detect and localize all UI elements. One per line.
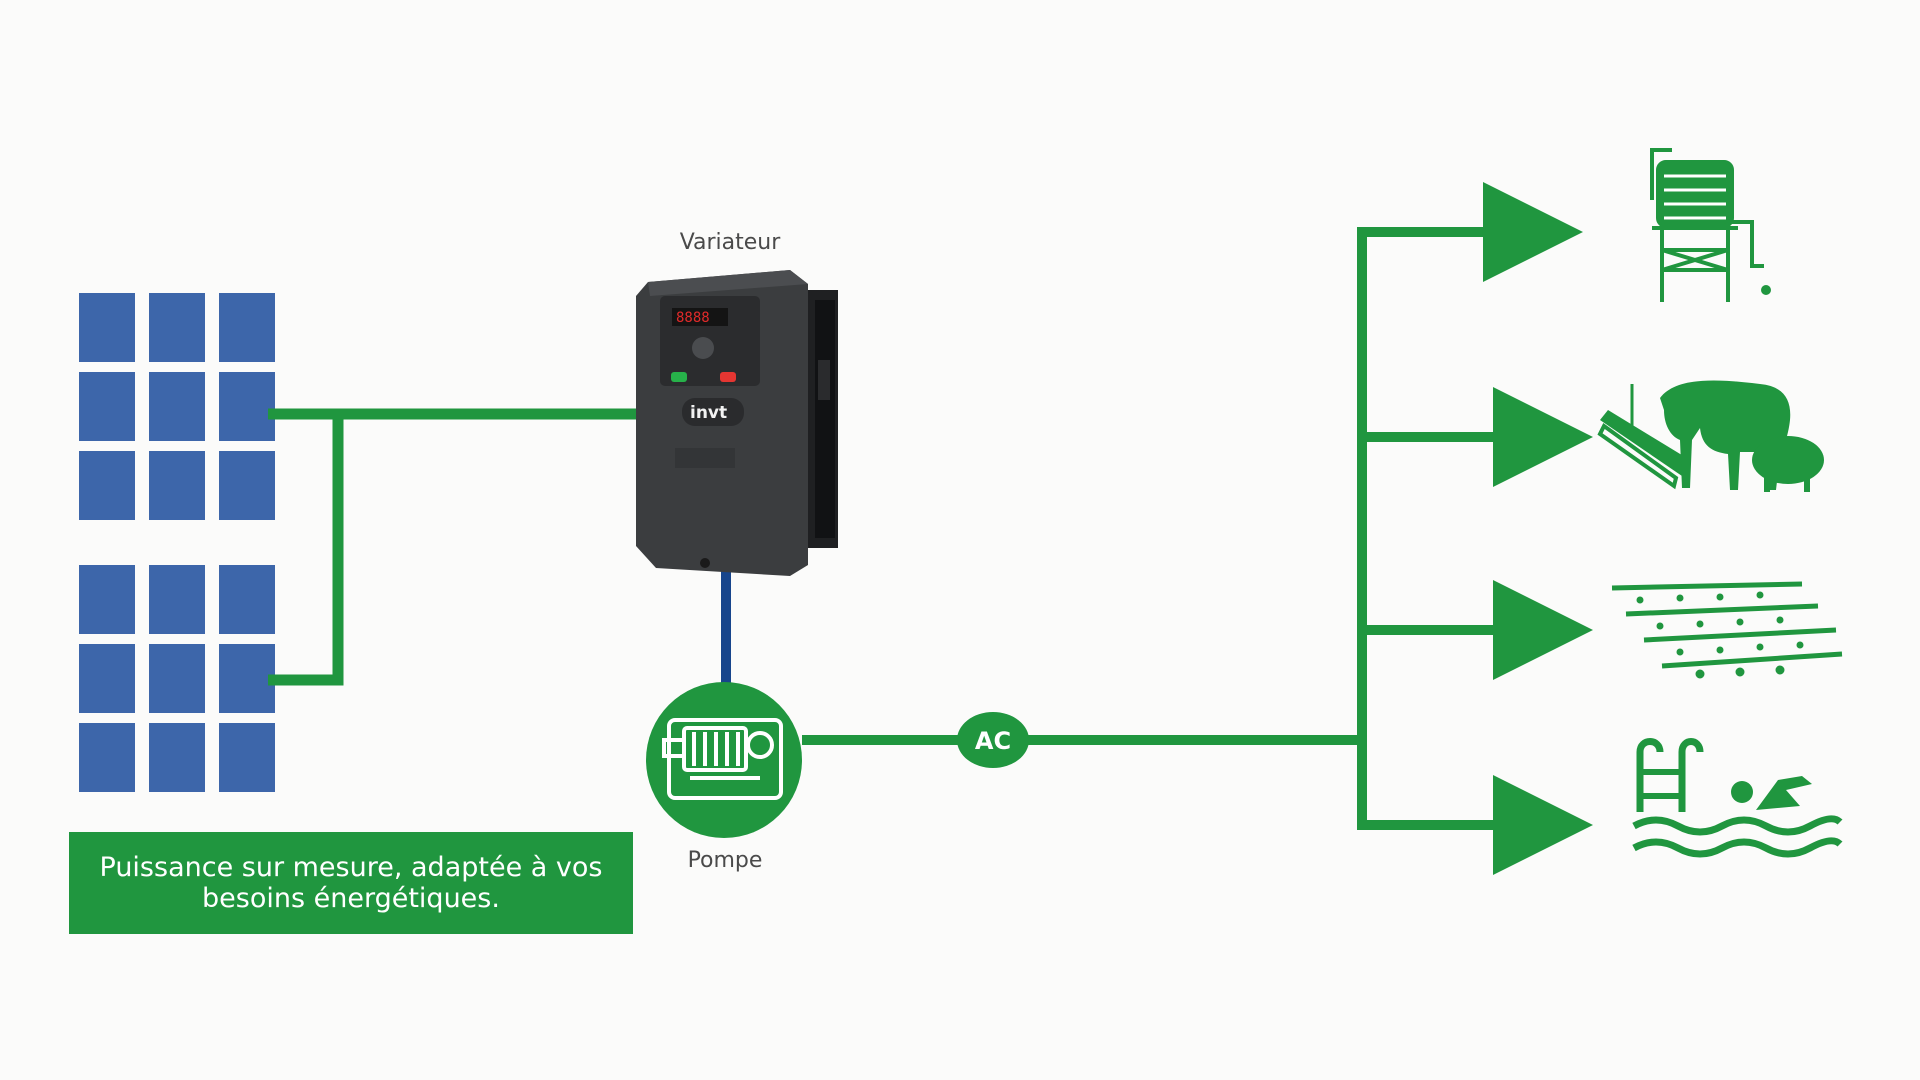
pump <box>646 682 802 838</box>
irrigation-icon <box>1611 581 1843 679</box>
ac-label: AC <box>975 727 1011 755</box>
solar-cell <box>79 565 135 634</box>
solar-cell <box>149 372 205 441</box>
solar-panel-array-top <box>79 293 275 520</box>
distribution-lines <box>1357 182 1593 875</box>
swimming-pool-icon <box>1632 738 1843 858</box>
solar-cell <box>219 723 275 792</box>
livestock-icon <box>1597 380 1824 492</box>
solar-cell <box>149 644 205 713</box>
solar-cell <box>149 723 205 792</box>
solar-cell <box>219 644 275 713</box>
solar-cell <box>149 565 205 634</box>
variable-frequency-drive: 8888 invt <box>636 270 838 576</box>
pump-icon <box>662 718 783 800</box>
caption-banner: Puissance sur mesure, adaptée à vos beso… <box>69 832 633 934</box>
solar-cell <box>79 372 135 441</box>
solar-panel-array-bottom <box>79 565 275 792</box>
solar-cell <box>79 293 135 362</box>
solar-cell <box>219 372 275 441</box>
solar-cell <box>79 451 135 520</box>
solar-cell <box>79 723 135 792</box>
solar-cell <box>219 565 275 634</box>
inverter-label: Variateur <box>679 230 781 255</box>
solar-cell <box>149 451 205 520</box>
pump-label: Pompe <box>687 848 763 873</box>
solar-cell <box>219 451 275 520</box>
solar-cell <box>149 293 205 362</box>
solar-cell <box>79 644 135 713</box>
vfd-brand-logo: invt <box>690 403 727 423</box>
svg-text:8888: 8888 <box>676 310 710 326</box>
solar-cell <box>219 293 275 362</box>
dc-wiring <box>268 408 640 686</box>
water-tower-icon <box>1650 148 1771 302</box>
ac-badge: AC <box>957 712 1029 768</box>
